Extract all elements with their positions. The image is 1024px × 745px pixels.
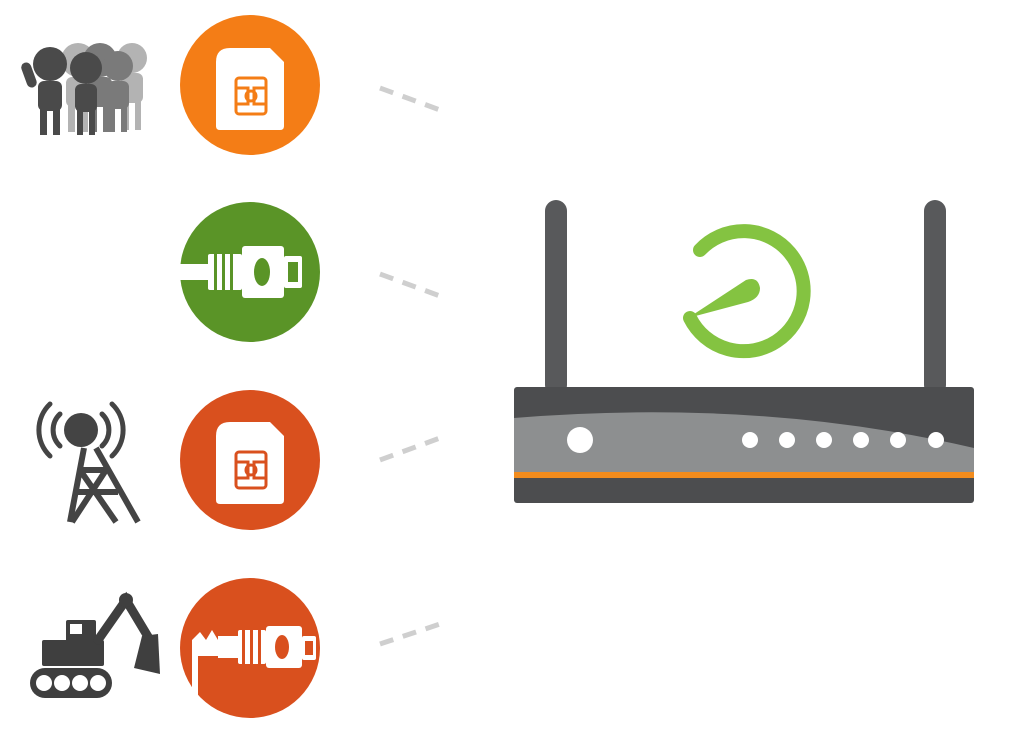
router-antenna-left <box>545 200 567 396</box>
link-sim-backup <box>180 390 320 530</box>
excavator-tracks <box>30 668 112 698</box>
connector-sim-backup <box>379 435 441 463</box>
crowd-person-mid <box>83 43 133 132</box>
connector-ethernet-broken <box>379 621 441 647</box>
connector-sim-primary <box>379 85 441 113</box>
excavator-body <box>42 640 104 666</box>
router-power-button <box>567 427 593 453</box>
router-status-leds <box>742 432 944 448</box>
router-antenna-right <box>924 200 946 396</box>
router-icon <box>514 200 974 503</box>
cell-tower-waves <box>36 401 126 459</box>
cell-tower-mast <box>67 446 141 524</box>
crowd-icon <box>21 43 147 135</box>
connector-ethernet-primary <box>379 271 441 299</box>
broken-ethernet-icon <box>192 626 316 700</box>
excavator-icon <box>30 591 160 698</box>
crowd-person-front <box>21 47 102 135</box>
connector-dashes <box>379 85 441 647</box>
ethernet-plug-icon <box>180 246 302 298</box>
excavator-bucket <box>134 634 160 674</box>
cell-tower-icon <box>36 401 141 524</box>
sim-card-icon <box>216 422 284 504</box>
router-accent-stripe <box>514 472 974 478</box>
link-ethernet-primary <box>180 202 320 342</box>
link-sim-primary <box>180 15 320 155</box>
link-ethernet-broken <box>180 578 320 718</box>
sim-card-icon <box>216 48 284 130</box>
cell-tower-dish <box>64 413 98 447</box>
logo-swirl-icon <box>683 224 811 359</box>
